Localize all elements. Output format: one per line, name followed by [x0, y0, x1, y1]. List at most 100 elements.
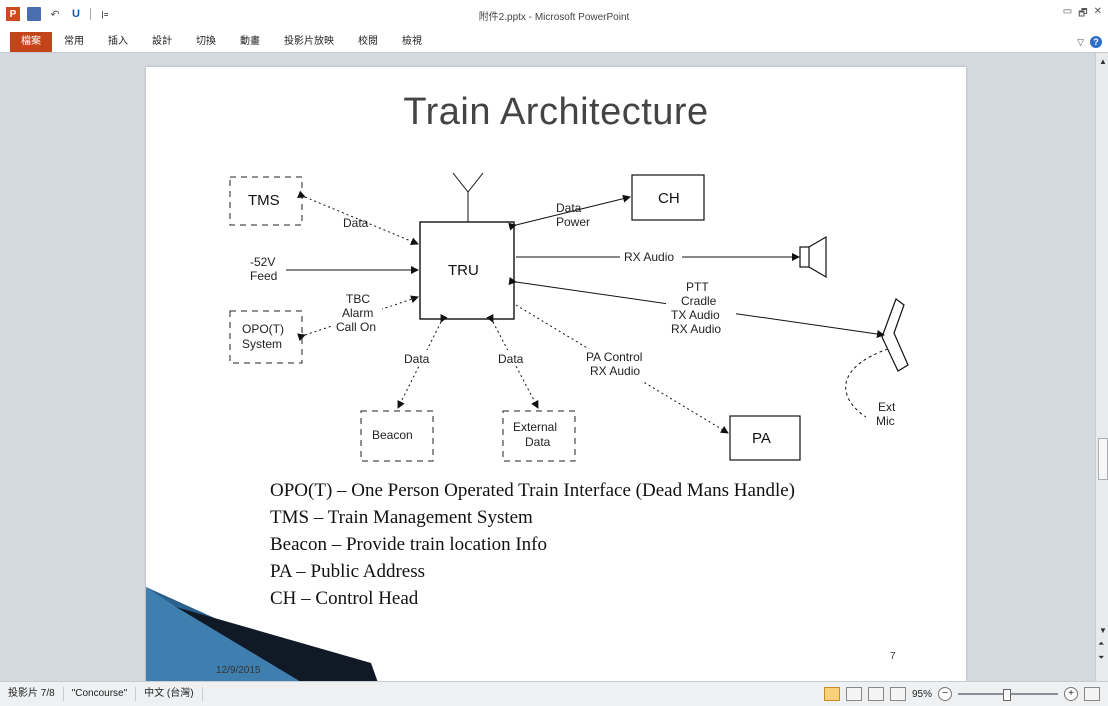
pa-link-label-2: RX Audio	[590, 364, 640, 378]
scroll-thumb[interactable]	[1098, 438, 1108, 480]
zoom-thumb[interactable]	[1003, 689, 1011, 701]
opo-label-2: System	[242, 337, 282, 351]
architecture-diagram: TMS CH TRU OPO(T) System Beacon External…	[146, 172, 909, 691]
slide-title[interactable]: Train Architecture	[403, 91, 709, 133]
fit-to-window-icon[interactable]	[1084, 687, 1100, 701]
vertical-scrollbar[interactable]: ▲ ▼ ⏶ ⏷	[1095, 53, 1108, 681]
scroll-down-icon[interactable]: ▼	[1099, 626, 1107, 635]
corner-decoration-light	[146, 587, 316, 691]
zoom-level[interactable]: 95%	[911, 688, 932, 700]
status-right: 95% − +	[823, 687, 1100, 701]
slide-editing-area: Train Architecture TMS CH TRU	[0, 53, 1095, 691]
restore-icon[interactable]: 🗗	[1078, 8, 1088, 19]
rx-audio-label: RX Audio	[624, 250, 674, 264]
ch-data-label: Data	[556, 201, 582, 215]
slide-date: 12/9/2015	[216, 665, 261, 676]
customize-qat-icon[interactable]: |=	[101, 9, 109, 19]
tab-view[interactable]: 檢視	[402, 36, 422, 47]
slide-sorter-icon[interactable]	[845, 687, 862, 701]
status-bar: 投影片 7/8 "Concourse" 中文 (台灣) 95% − +	[0, 681, 1108, 706]
external-data-link-label: Data	[498, 352, 524, 366]
tbc-label-1: TBC	[346, 292, 370, 306]
tab-animations[interactable]: 動畫	[240, 36, 260, 47]
handset-icon	[881, 298, 909, 372]
tbc-label-2: Alarm	[342, 306, 373, 320]
save-icon[interactable]	[27, 7, 41, 21]
ptt-label-4: RX Audio	[671, 322, 721, 336]
beacon-data-link	[397, 313, 448, 409]
feed-label-1: -52V	[250, 255, 275, 269]
slide-position: 投影片 7/8	[0, 687, 64, 701]
tab-file[interactable]: 檔案	[10, 32, 52, 52]
minimize-icon[interactable]: ▭	[1062, 6, 1073, 17]
tab-slide-show[interactable]: 投影片放映	[284, 36, 334, 47]
tab-home[interactable]: 常用	[64, 36, 84, 47]
speaker-icon	[799, 246, 810, 268]
normal-view-icon[interactable]	[823, 687, 840, 701]
undo-icon[interactable]: ↶	[50, 8, 60, 21]
ch-data-power-link	[508, 194, 631, 231]
ch-label: CH	[658, 190, 680, 207]
ptt-label-2: Cradle	[681, 294, 717, 308]
tab-review[interactable]: 校閱	[358, 36, 378, 47]
rx-audio-label-bg	[620, 248, 682, 264]
powerpoint-app-icon[interactable]: P	[6, 7, 20, 21]
tab-insert[interactable]: 插入	[108, 36, 128, 47]
language[interactable]: 中文 (台灣)	[136, 687, 203, 701]
tbc-label-bg	[332, 292, 382, 336]
corner-decoration-dark	[176, 607, 381, 691]
pa-link-label-bg	[583, 349, 653, 381]
qat-separator	[90, 8, 91, 20]
pa-link	[515, 304, 729, 434]
tab-transitions[interactable]: 切換	[196, 36, 216, 47]
window-controls: ▭ 🗗 ✕	[1063, 6, 1102, 23]
external-data-label-2: Data	[525, 435, 551, 449]
zoom-slider[interactable]	[958, 688, 1058, 701]
window-title: 附件2.pptx - Microsoft PowerPoint	[478, 12, 630, 23]
ch-power-label: Power	[556, 215, 590, 229]
quick-access-toolbar: P ↶ U |=	[6, 6, 112, 22]
ribbon-tabs: 檔案 常用 插入 設計 切換 動畫 投影片放映 校閱 檢視	[0, 32, 1108, 53]
legend-item: CH – Control Head	[270, 588, 419, 609]
close-icon[interactable]: ✕	[1093, 6, 1102, 17]
redo-icon[interactable]: U	[72, 8, 80, 20]
ext-mic-cord	[845, 348, 889, 418]
external-data-box	[502, 410, 576, 462]
legend: OPO(T) – One Person Operated Train Inter…	[270, 477, 795, 612]
previous-slide-icon[interactable]: ⏶	[1098, 639, 1105, 648]
external-data-link	[486, 313, 539, 409]
beacon-label: Beacon	[372, 428, 413, 442]
antenna-left	[452, 172, 469, 193]
beacon-data-label-bg	[401, 350, 437, 366]
zoom-in-icon[interactable]: +	[1064, 687, 1078, 701]
tbc-label-3: Call On	[336, 320, 376, 334]
scroll-up-icon[interactable]: ▲	[1099, 57, 1107, 66]
help-icon[interactable]: ?	[1090, 36, 1102, 48]
slide-show-icon[interactable]	[889, 687, 906, 701]
external-data-link-label-bg	[496, 350, 532, 366]
reading-view-icon[interactable]	[867, 687, 884, 701]
slide-number: 7	[890, 651, 896, 662]
legend-item: OPO(T) – One Person Operated Train Inter…	[270, 480, 795, 501]
theme-name: "Concourse"	[64, 687, 137, 701]
pa-label: PA	[752, 430, 771, 447]
tms-data-label: Data	[343, 216, 369, 230]
tru-box	[419, 221, 515, 320]
legend-item: Beacon – Provide train location Info	[270, 534, 548, 555]
ribbon-minimize-icon[interactable]: ▽	[1077, 36, 1084, 47]
next-slide-icon[interactable]: ⏷	[1098, 653, 1105, 662]
ch-box	[631, 174, 705, 221]
tms-label: TMS	[248, 192, 280, 209]
title-bar: P ↶ U |= 附件2.pptx - Microsoft PowerPoint…	[0, 0, 1108, 32]
tru-label: TRU	[448, 262, 479, 279]
ptt-label-bg	[666, 281, 736, 341]
slide[interactable]: Train Architecture TMS CH TRU	[146, 67, 966, 691]
pa-link-label-1: PA Control	[586, 350, 642, 364]
zoom-out-icon[interactable]: −	[938, 687, 952, 701]
ribbon-right-controls: ▽ ?	[1077, 36, 1102, 48]
tab-design[interactable]: 設計	[152, 36, 172, 47]
legend-item: TMS – Train Management System	[270, 507, 533, 528]
tms-box	[229, 176, 303, 226]
external-data-label-1: External	[513, 420, 557, 434]
